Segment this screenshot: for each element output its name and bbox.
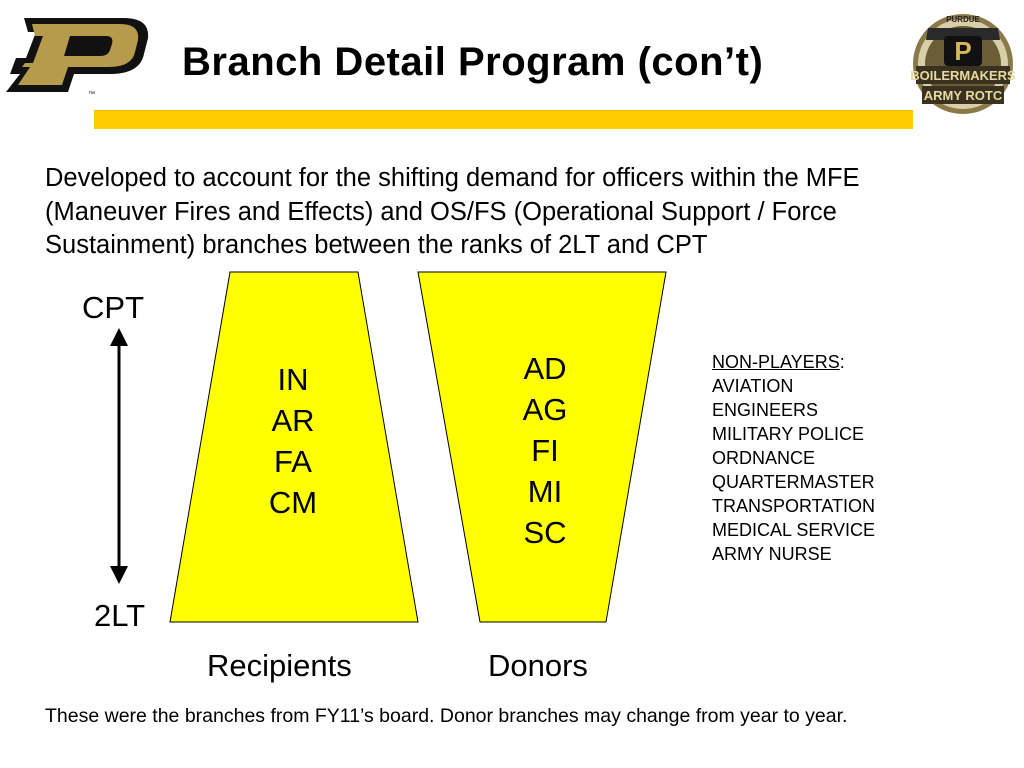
list-item: QUARTERMASTER bbox=[712, 472, 875, 492]
svg-text:P: P bbox=[954, 36, 971, 66]
list-item: MILITARY POLICE bbox=[712, 424, 865, 444]
list-item: ARMY NURSE bbox=[712, 544, 832, 564]
branch-code: CM bbox=[268, 485, 318, 520]
non-players-heading-colon: : bbox=[839, 352, 845, 372]
branch-code: AD bbox=[523, 351, 567, 386]
rank-label-2lt: 2LT bbox=[94, 598, 146, 633]
svg-text:PURDUE: PURDUE bbox=[946, 15, 980, 24]
boilermakers-army-rotc-logo: P BOILERMAKERS ARMY ROTC PURDUE bbox=[908, 6, 1018, 118]
recipient-branch-list: IN AR FA CM bbox=[245, 359, 341, 523]
branch-code: SC bbox=[523, 515, 567, 550]
donors-label: Donors bbox=[488, 648, 588, 683]
list-item: ORDNANCE bbox=[712, 448, 816, 468]
donors-trapezoid bbox=[417, 271, 667, 623]
svg-text:BOILERMAKERS: BOILERMAKERS bbox=[910, 68, 1016, 83]
trademark-mark: ™ bbox=[88, 91, 95, 98]
svg-text:ARMY ROTC: ARMY ROTC bbox=[924, 88, 1003, 103]
intro-paragraph: Developed to account for the shifting de… bbox=[45, 164, 860, 259]
non-players-heading: NON-PLAYERS bbox=[712, 352, 840, 372]
title-underline-bar bbox=[94, 110, 913, 129]
page-title: Branch Detail Program (con’t) bbox=[182, 40, 764, 84]
non-players-heading-row: NON-PLAYERS: bbox=[712, 350, 875, 374]
branch-code: FI bbox=[531, 433, 559, 468]
recipients-label: Recipients bbox=[207, 648, 352, 683]
branch-code: AG bbox=[522, 392, 568, 427]
non-players-list: AVIATION ENGINEERS MILITARY POLICE ORDNA… bbox=[712, 374, 875, 566]
non-players-box: NON-PLAYERS: AVIATION ENGINEERS MILITARY… bbox=[712, 350, 875, 566]
list-item: AVIATION bbox=[712, 376, 794, 396]
recipients-trapezoid bbox=[169, 271, 419, 623]
branch-code: MI bbox=[527, 474, 563, 509]
footer-note: These were the branches from FY11’s boar… bbox=[45, 705, 848, 727]
rotc-seal-icon: P BOILERMAKERS ARMY ROTC PURDUE bbox=[910, 14, 1016, 114]
purdue-p-icon: ™ bbox=[6, 18, 149, 98]
purdue-p-logo: ™ bbox=[2, 14, 152, 98]
rank-double-arrow bbox=[110, 328, 128, 584]
branch-code: FA bbox=[274, 444, 312, 479]
rank-label-cpt: CPT bbox=[82, 290, 144, 325]
branch-code: AR bbox=[271, 403, 315, 438]
branch-code: IN bbox=[277, 362, 309, 397]
donor-branch-list: AD AG FI MI SC bbox=[497, 348, 593, 553]
list-item: ENGINEERS bbox=[712, 400, 819, 420]
branch-trapezoid-diagram bbox=[110, 271, 667, 623]
list-item: MEDICAL SERVICE bbox=[712, 520, 876, 540]
list-item: TRANSPORTATION bbox=[712, 496, 876, 516]
